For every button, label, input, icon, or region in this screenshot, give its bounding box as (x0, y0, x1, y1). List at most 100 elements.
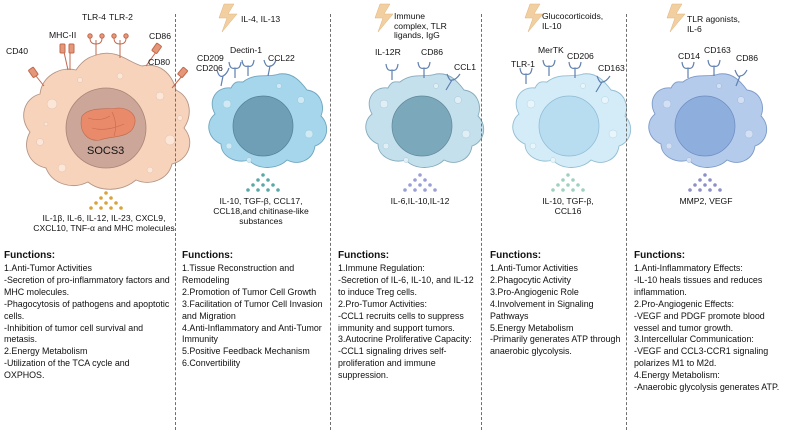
divider-3 (481, 14, 482, 430)
m2a-function-3: 3.Facilitation of Tumor Cell Invasion an… (182, 298, 323, 321)
m2a-stimulus-label: IL-4, IL-13 (241, 14, 281, 24)
il12r-receptor-icon (385, 63, 399, 80)
m1-function-4: -Inhibition of tumor cell survival and m… (4, 322, 144, 345)
cd86-m2d-receptor-icon (734, 69, 748, 87)
m1-functions: Functions: 1.Anti-Tumor Activities -Secr… (4, 249, 170, 382)
m1-cell (23, 52, 191, 190)
cd14-receptor-icon (681, 61, 695, 78)
ccl22-receptor-icon (263, 59, 277, 77)
m2a-function-5: 5.Positive Feedback Mechanism (182, 346, 310, 357)
m2a-secretion-dots (246, 173, 280, 192)
m2d-function-7: 4.Energy Metabolism: (634, 369, 720, 380)
m2d-function-3: 2.Pro-Angiogenic Effects: (634, 298, 734, 309)
m2d-function-4: -VEGF and PDGF promote blood vessel and … (634, 310, 765, 333)
m2d-functions: Functions: 1.Anti-Inflammatory Effects: … (634, 249, 788, 394)
socs3-protein-icon (80, 107, 136, 141)
cd86-receptor-icon (145, 42, 162, 67)
m2a-receptor-label-ccl22: CCL22 (268, 53, 295, 63)
m1-function-5: 2.Energy Metabolism (4, 346, 88, 357)
cd206-m2c-receptor-icon (568, 61, 582, 78)
m2a-function-4: 4.Anti-Inflammatory and Anti-Tumor Immun… (182, 322, 322, 345)
m2b-receptor-label-cd86: CD86 (421, 47, 443, 57)
lightning-icon-m2c (524, 3, 544, 33)
m2a-function-1: 1.Tissue Reconstruction and Remodeling (182, 263, 295, 286)
m2c-secretion-label: IL-10, TGF-β, CCL16 (542, 196, 594, 217)
m2c-function-4: 4.Involvement in Signaling Pathways (490, 298, 594, 321)
m1-receptor-label-tlr2: TLR-2 (109, 12, 133, 22)
m2d-stimulus-label: TLR agonists, IL-6 (687, 14, 741, 34)
m2d-receptor-label-cd163: CD163 (704, 45, 731, 55)
ccl1-receptor-icon (445, 73, 461, 91)
m2b-receptor-label-il12r: IL-12R (375, 47, 401, 57)
divider-2 (330, 14, 331, 430)
mhc-ii-receptor-icon (59, 43, 75, 71)
m2c-function-3: 3.Pro-Angiogenic Role (490, 286, 579, 297)
m2c-function-5: 5.Energy Metabolism (490, 322, 574, 333)
m2d-function-1: 1.Anti-Inflammatory Effects: (634, 263, 743, 274)
m1-secretion-label: IL-1β, IL-6, IL-12, IL-23, CXCL9, CXCL10… (33, 213, 175, 234)
m2b-stimulus-label: Immune complex, TLR ligands, IgG (394, 11, 447, 41)
m2c-functions-title: Functions: (490, 250, 542, 261)
m1-receptor-label-cd40: CD40 (6, 46, 28, 56)
m2b-receptors (385, 61, 461, 91)
m2b-function-4: -CCL1 recruits cells to suppress immunit… (338, 310, 464, 333)
mertk-receptor-icon (542, 59, 556, 76)
m1-function-2: -Secretion of pro-inflammatory factors a… (4, 275, 170, 297)
lightning-icon-m2b (374, 3, 394, 33)
cd86-m2b-receptor-icon (417, 61, 431, 78)
m2c-receptor-label-mertk: MerTK (538, 45, 564, 55)
cd163-receptor-icon (595, 75, 611, 93)
m2d-function-5: 3.Intercellular Communication: (634, 334, 754, 345)
m2a-secretion-label: IL-10, TGF-β, CCL17, CCL18,and chitinase… (213, 196, 309, 227)
m2b-function-2: -Secretion of IL-6, IL-10, and IL-12 to … (338, 275, 474, 297)
m2b-receptor-label-ccl1: CCL1 (454, 62, 476, 72)
tlr4-receptor-icon (87, 33, 105, 55)
lightning-icon-m2a (218, 3, 238, 33)
m2c-cell (512, 73, 632, 168)
m2b-function-1: 1.Immune Regulation: (338, 263, 425, 274)
m2b-function-5: 3.Autocrine Proliferative Capacity: (338, 334, 472, 345)
divider-4 (626, 14, 627, 430)
m2a-receptor-label-cd209: CD209 (197, 53, 224, 63)
m2b-functions: Functions: 1.Immune Regulation: -Secreti… (338, 249, 478, 382)
cd40-receptor-icon (28, 66, 45, 87)
m2c-stimulus-label: Glucocorticoids, IL-10 (542, 11, 604, 31)
tlr2-receptor-icon (111, 33, 129, 58)
lightning-icon-m2d (666, 3, 686, 33)
m2c-function-1: 1.Anti-Tumor Activities (490, 263, 578, 274)
m2a-receptor-label-cd206: CD206 (196, 63, 223, 73)
m1-function-3: -Phagocytosis of pathogens and apoptotic… (4, 298, 170, 321)
m1-function-6: -Utilization of the TCA cycle and OXPHOS… (4, 358, 130, 380)
m2d-function-2: -IL-10 heals tissues and reduces inflamm… (634, 275, 763, 297)
cd80-receptor-icon (171, 66, 188, 89)
m1-receptor-label-cd86: CD86 (149, 31, 171, 41)
m2c-receptor-label-cd206: CD206 (567, 51, 594, 61)
m2b-secretion-label: IL-6,IL-10,IL-12 (390, 196, 450, 206)
m2d-secretion-dots (688, 173, 722, 192)
m2d-secretion-label: MMP2, VEGF (679, 196, 733, 206)
m2a-functions-title: Functions: (182, 250, 234, 261)
m2d-function-8: -Anaerobic glycolysis generates ATP. (634, 381, 780, 392)
m2c-secretion-dots (551, 173, 585, 192)
m2b-functions-title: Functions: (338, 250, 390, 261)
dectin1-receptor-icon (241, 59, 255, 76)
m1-nucleus-label: SOCS3 (87, 145, 125, 157)
tlr1-receptor-icon (519, 67, 533, 84)
m1-receptor-label-mhc-ii: MHC-II (49, 30, 77, 40)
m2a-function-2: 2.Promotion of Tumor Cell Growth (182, 286, 317, 297)
m2d-function-6: -VEGF and CCL3-CCR1 signaling polarizes … (634, 346, 769, 369)
cd209-receptor-icon (216, 67, 230, 87)
m2a-receptors (216, 59, 277, 87)
m2a-function-6: 6.Convertibility (182, 358, 241, 369)
m2a-receptor-label-dectin1: Dectin-1 (230, 45, 262, 55)
m2b-secretion-dots (403, 173, 437, 192)
m2d-cell (648, 73, 768, 168)
m2b-cell (365, 73, 485, 168)
cd206-receptor-icon (228, 61, 242, 78)
cd163-m2d-receptor-icon (707, 59, 721, 76)
m2c-receptor-label-cd163: CD163 (598, 63, 625, 73)
m1-function-1: 1.Anti-Tumor Activities (4, 263, 92, 274)
m2a-cell (208, 73, 328, 168)
